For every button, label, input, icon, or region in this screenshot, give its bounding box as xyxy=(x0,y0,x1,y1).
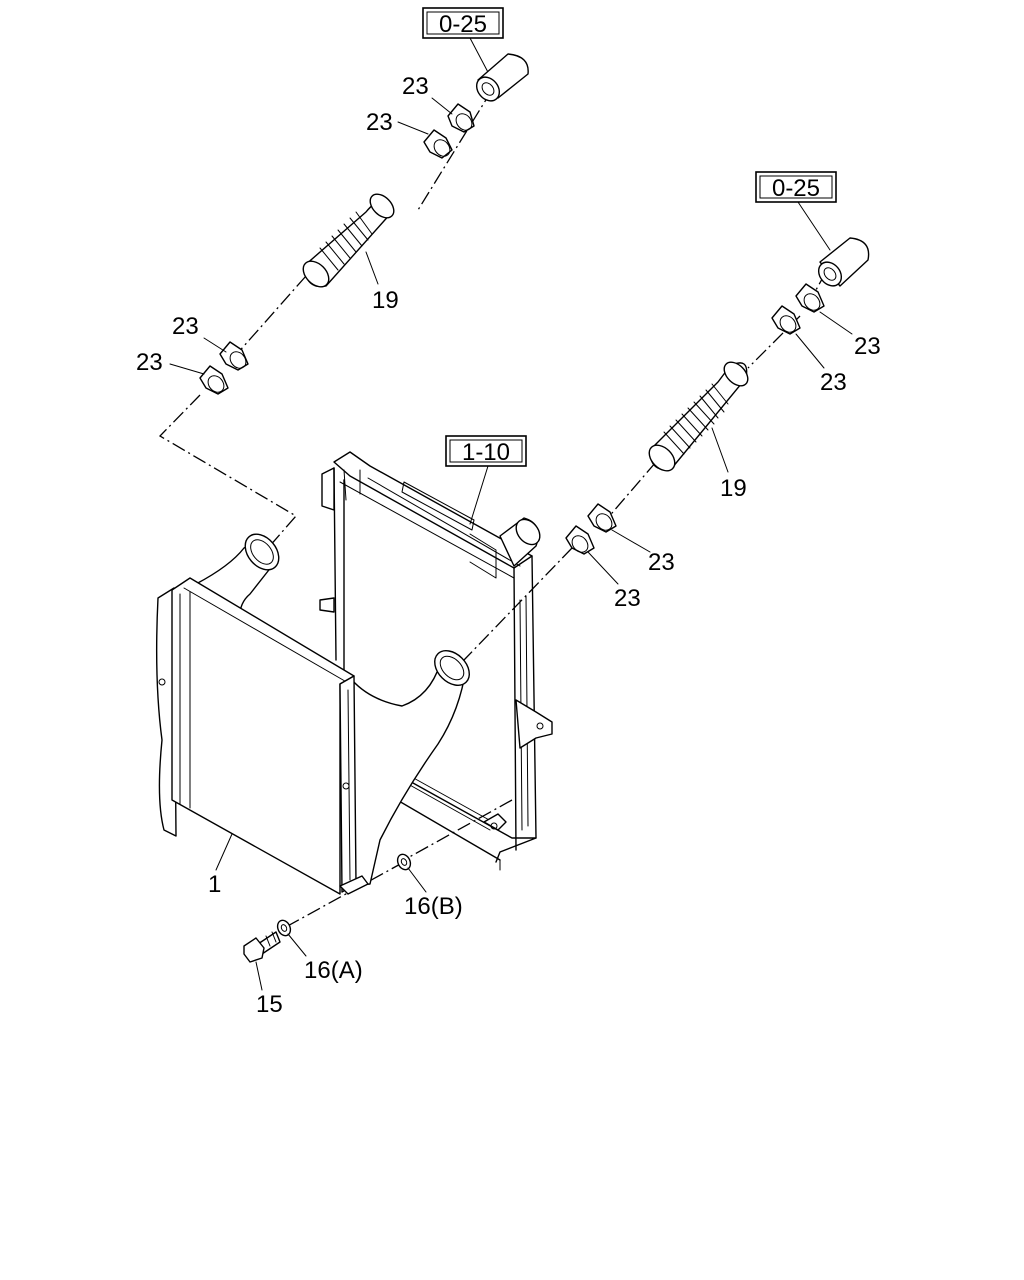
ref-box-radiator-label: 1-10 xyxy=(462,439,510,466)
ref-box-top-label: 0-25 xyxy=(439,11,487,38)
clamp-right-top-a xyxy=(795,283,825,313)
washer-b xyxy=(396,853,412,871)
washer-a xyxy=(276,919,292,937)
ref-box-radiator[interactable]: 1-10 xyxy=(445,435,527,525)
label-clamp-left-a: 23 xyxy=(172,313,199,340)
hose-right xyxy=(648,361,749,472)
label-clamp-right-top-a: 23 xyxy=(854,333,881,360)
clamp-left-a xyxy=(219,341,249,371)
label-bolt: 15 xyxy=(256,991,283,1018)
label-washer-a: 16(A) xyxy=(304,957,363,984)
pipe-end-right xyxy=(817,237,870,287)
label-clamp-top-b: 23 xyxy=(366,109,393,136)
center-lines xyxy=(158,89,827,929)
clamp-right-low-b xyxy=(565,525,595,555)
label-clamp-right-low-b: 23 xyxy=(614,585,641,612)
label-washer-b: 16(B) xyxy=(404,893,463,920)
clamp-top-a xyxy=(447,103,475,133)
ref-box-top[interactable]: 0-25 xyxy=(422,7,504,77)
label-clamp-left-b: 23 xyxy=(136,349,163,376)
label-intercooler: 1 xyxy=(208,871,221,898)
clamp-left-b xyxy=(199,365,229,395)
label-clamp-right-low-a: 23 xyxy=(648,549,675,576)
intercooler xyxy=(155,533,470,895)
hose-left xyxy=(302,193,395,288)
pipe-end-top xyxy=(475,53,529,102)
ref-box-right[interactable]: 0-25 xyxy=(755,171,837,251)
ref-box-right-label: 0-25 xyxy=(772,175,820,202)
label-hose-right: 19 xyxy=(720,475,747,502)
label-clamp-right-top-b: 23 xyxy=(820,369,847,396)
bolt xyxy=(243,931,281,963)
radiator xyxy=(319,451,553,871)
label-hose-left: 19 xyxy=(372,287,399,314)
clamp-top-b xyxy=(423,129,453,159)
clamp-right-top-b xyxy=(771,305,801,335)
clamp-right-low-a xyxy=(587,503,617,533)
label-clamp-top-a: 23 xyxy=(402,73,429,100)
